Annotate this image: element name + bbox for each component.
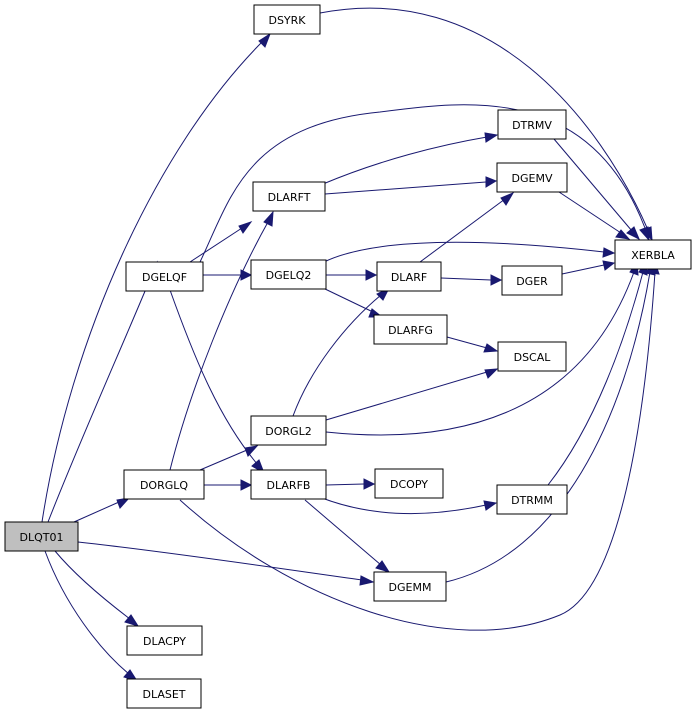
graph-nodes: DLQT01 DSYRK DGELQF DORGLQ DLACPY DLASET… <box>4 4 692 709</box>
edge-dgelqf-dlarft <box>189 221 253 263</box>
edge-dgemm-xerbla <box>445 260 656 583</box>
edge-dgelqf-dlarfb <box>169 289 265 475</box>
node-dlarfb[interactable]: DLARFB <box>250 469 327 500</box>
node-dorgl2[interactable]: DORGL2 <box>250 415 327 446</box>
node-dlarfg[interactable]: DLARFG <box>373 314 448 345</box>
node-label: DLACPY <box>143 635 186 648</box>
edge-dorglq-dlarft <box>169 210 274 471</box>
node-label: DGEMV <box>512 172 553 185</box>
edge-dger-xerbla <box>561 260 616 275</box>
edge-dlarf-dgemv <box>419 191 515 263</box>
edge-dorglq-dlarfb <box>204 479 253 491</box>
edge-dgelq2-dlarfg <box>322 287 384 318</box>
node-dlarft[interactable]: DLARFT <box>252 181 326 212</box>
edge-dtrmm-xerbla <box>547 260 648 486</box>
node-dscal[interactable]: DSCAL <box>497 341 567 372</box>
node-dlacpy[interactable]: DLACPY <box>126 625 203 656</box>
node-label: DLARFT <box>268 191 311 204</box>
edge-dlqt01-dgemm <box>77 541 375 586</box>
edge-dlqt01-dlaset <box>44 550 139 682</box>
node-dgelq2[interactable]: DGELQ2 <box>250 259 327 290</box>
node-dgemm[interactable]: DGEMM <box>373 571 447 602</box>
edge-dlarfb-dgemm <box>304 499 391 573</box>
node-dsyrk[interactable]: DSYRK <box>253 4 321 35</box>
node-label: DORGLQ <box>140 479 188 492</box>
edge-dorgl2-dscal <box>325 368 499 421</box>
node-label: DLARFB <box>267 479 311 492</box>
node-label: DTRMM <box>511 494 553 507</box>
edge-dsyrk-xerbla <box>319 7 653 242</box>
node-label: DSYRK <box>268 14 306 27</box>
edge-dgelqf-xerbla <box>199 104 650 263</box>
edge-dlarft-dgemv <box>324 176 498 195</box>
node-label: DLARF <box>391 271 427 284</box>
node-label: DGER <box>516 275 548 288</box>
node-dtrmv[interactable]: DTRMV <box>497 109 567 140</box>
edge-dlarfb-dtrmm <box>321 497 498 514</box>
edge-dlarfg-dscal <box>446 336 499 353</box>
node-label: XERBLA <box>631 249 675 262</box>
node-dgemv[interactable]: DGEMV <box>496 162 568 193</box>
node-dgelqf[interactable]: DGELQF <box>125 261 204 292</box>
edge-dtrmv-xerbla <box>553 138 640 241</box>
node-dlaset[interactable]: DLASET <box>126 678 202 709</box>
edge-dorgl2-xerbla <box>325 260 639 436</box>
edge-dgelq2-xerbla <box>323 241 616 263</box>
node-dtrmm[interactable]: DTRMM <box>496 484 568 515</box>
edge-dlarfb-dcopy <box>325 478 376 490</box>
node-dlqt01[interactable]: DLQT01 <box>4 521 79 552</box>
node-label: DCOPY <box>390 478 428 491</box>
node-dcopy[interactable]: DCOPY <box>374 468 444 499</box>
node-label: DLQT01 <box>20 531 64 544</box>
node-label: DTRMV <box>512 119 552 132</box>
edge-dorgl2-dlarf <box>292 286 391 417</box>
edge-dlarft-dtrmv <box>322 132 499 185</box>
node-label: DORGL2 <box>265 425 311 438</box>
node-dorglq[interactable]: DORGLQ <box>123 469 205 500</box>
graph-edges <box>41 7 660 682</box>
node-dlarf[interactable]: DLARF <box>376 261 442 292</box>
edge-dlqt01-dorglq <box>73 497 131 523</box>
node-dger[interactable]: DGER <box>501 265 563 296</box>
edge-dgelqf-dgelq2 <box>203 269 253 281</box>
edge-dorglq-dorgl2 <box>199 445 259 471</box>
node-label: DGELQ2 <box>266 269 312 282</box>
edge-dlqt01-dsyrk <box>41 32 272 523</box>
edge-dgelq2-dlarf <box>326 269 378 281</box>
node-label: DSCAL <box>514 351 552 364</box>
node-label: DLARFG <box>388 324 433 337</box>
node-label: DLASET <box>142 688 185 701</box>
node-xerbla[interactable]: XERBLA <box>614 239 692 270</box>
node-label: DGELQF <box>142 271 187 284</box>
edge-dlqt01-dlacpy <box>54 550 140 627</box>
node-label: DGEMM <box>389 581 432 594</box>
edge-dlarf-dger <box>440 274 503 286</box>
edge-dgemv-xerbla <box>555 189 631 240</box>
